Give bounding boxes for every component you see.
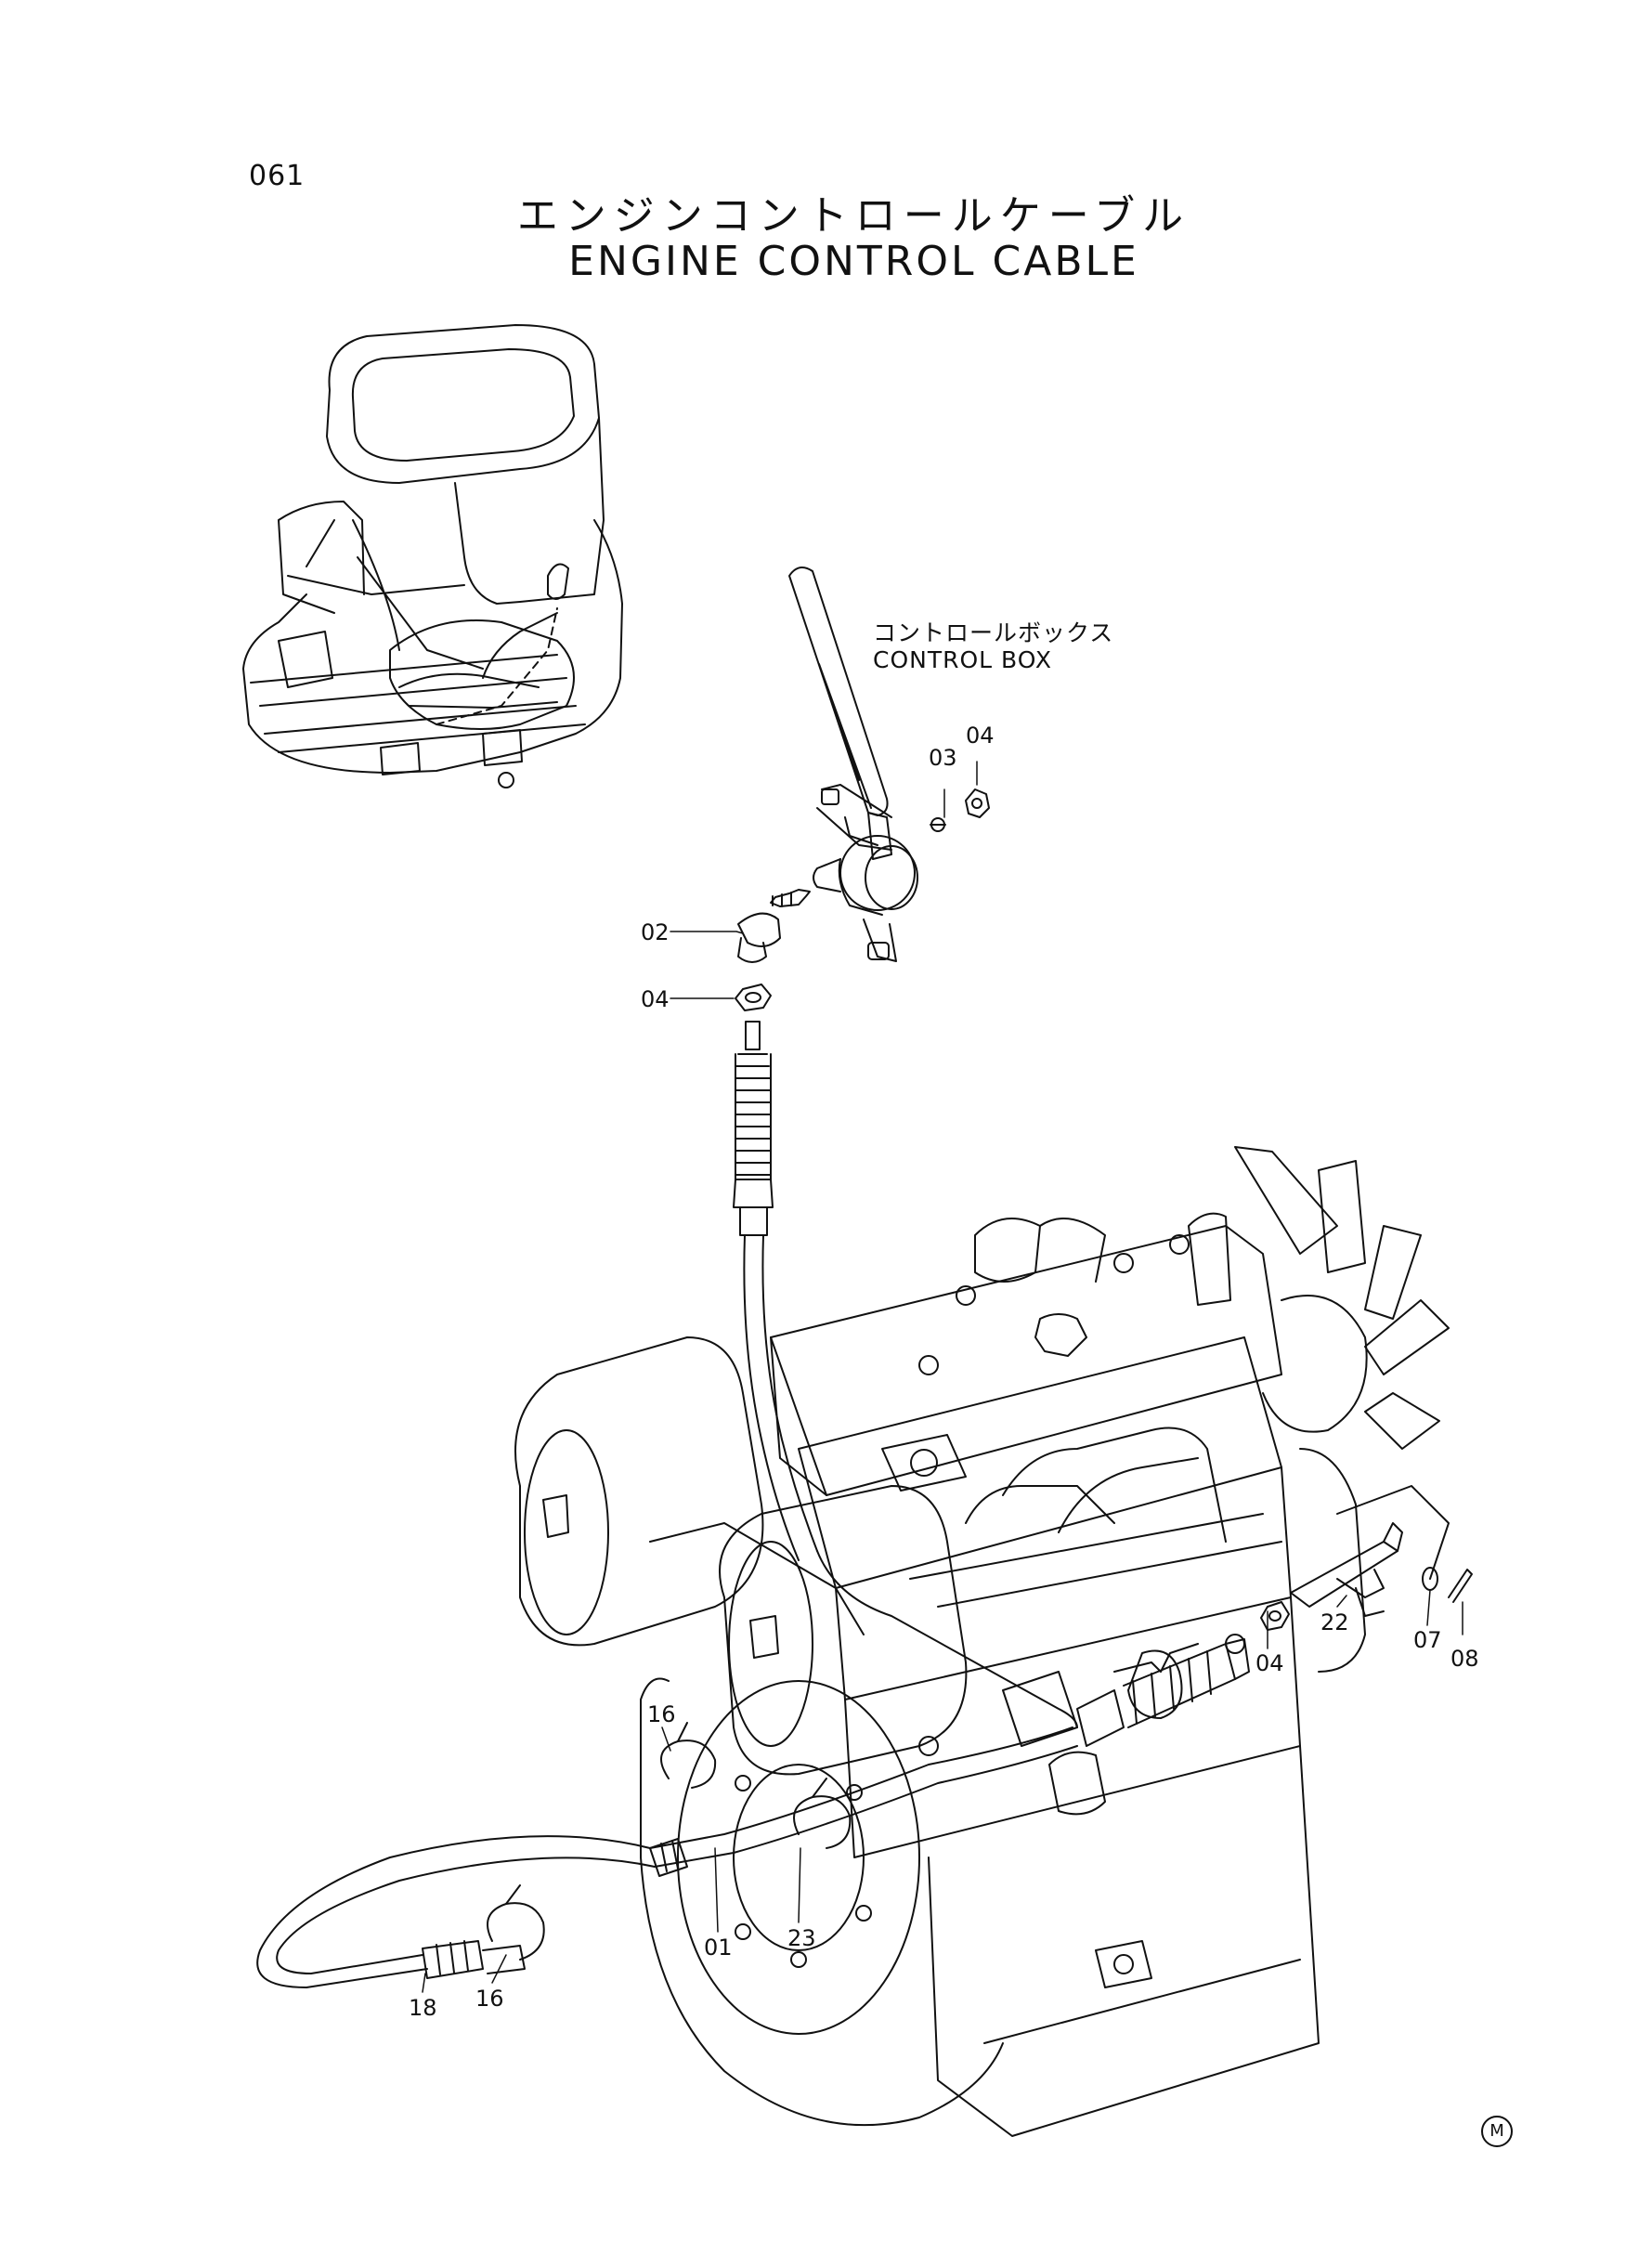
callout-07: 07: [1413, 1627, 1442, 1653]
callout-16-bottom: 16: [475, 1986, 504, 2012]
title-english: ENGINE CONTROL CABLE: [568, 238, 1139, 285]
control-box-label-en: CONTROL BOX: [873, 646, 1052, 673]
callout-02: 02: [641, 919, 670, 945]
callout-08: 08: [1450, 1646, 1479, 1672]
engine-illustration: [514, 1146, 1450, 2137]
cable-upper: [733, 1021, 818, 1561]
leader-lines: [422, 761, 1463, 1993]
title-japanese: エンジンコントロールケーブル: [516, 192, 1191, 240]
callout-01: 01: [704, 1935, 733, 1961]
control-box-illustration: [770, 567, 990, 962]
callout-03-top: 03: [929, 745, 957, 771]
callout-04-right: 04: [1255, 1650, 1284, 1676]
callout-23: 23: [787, 1925, 816, 1951]
control-box-label-jp: コントロールボックス: [873, 619, 1114, 646]
callout-18: 18: [409, 1995, 437, 2021]
callout-22: 22: [1320, 1609, 1349, 1635]
bracket-parts: [1260, 1522, 1473, 1631]
page-number: 061: [249, 160, 306, 192]
callout-04-mid: 04: [641, 986, 670, 1012]
callout-16-top: 16: [647, 1701, 676, 1727]
callout-04-top: 04: [966, 723, 995, 749]
maker-mark: M: [1481, 2116, 1513, 2147]
rod-end-and-nut: [735, 912, 781, 1011]
cab-illustration: [242, 324, 623, 788]
cable-lower: [256, 1550, 1250, 1988]
